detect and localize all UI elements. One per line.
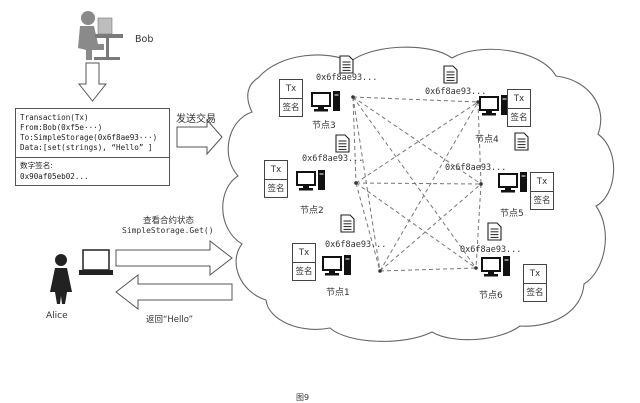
query-arrow [115,239,233,277]
tx-line-from: From:Bob(0xf5e···) [20,123,103,132]
document-icon [335,134,350,153]
node4-label: 节点4 [475,135,499,145]
tx-cell: Tx [298,248,310,258]
document-icon [487,222,502,241]
computer-icon [322,255,351,276]
node1-tx-card: Tx 签名 [292,243,316,281]
document-icon [514,132,529,151]
node6-label: 节点6 [479,291,503,301]
computer-icon [296,170,325,191]
node5-tx-card: Tx 签名 [530,172,554,210]
sig-cell: 签名 [531,191,553,210]
document-icon [443,65,458,84]
node1-hash: 0x6f8ae93... [325,240,387,250]
node4-tx-card: Tx 签名 [507,89,531,127]
p2p-links [352,96,482,272]
send-arrow [176,118,223,156]
query-call-label: SimpleStorage.Get() [122,226,214,235]
laptop-icon [79,249,113,275]
sig-cell: 签名 [524,283,546,302]
tx-cell: Tx [536,177,548,187]
sig-cell: 签名 [265,179,287,198]
bob-down-arrow [77,62,108,102]
computer-icon [311,91,340,112]
link-endpoints [351,95,483,273]
node2-tx-card: Tx 签名 [264,160,288,198]
tx-cell: Tx [529,269,541,279]
bob-person-icon [78,11,123,60]
tx-sig-label: 数字签名: [20,161,53,170]
node3-tx-card: Tx 签名 [279,79,303,117]
return-arrow [115,273,233,311]
node5-label: 节点5 [500,209,524,219]
network-cloud [222,46,615,342]
tx-cell: Tx [513,94,525,104]
tx-divider [16,157,169,158]
sig-cell: 签名 [508,108,530,127]
alice-person-icon [50,254,72,304]
tx-cell: Tx [285,84,297,94]
node3-label: 节点3 [312,121,336,131]
node6-tx-card: Tx 签名 [523,264,547,302]
computer-icon [479,95,508,116]
node3-hash: 0x6f8ae93... [316,73,378,83]
node2-hash: 0x6f8ae93... [302,154,364,164]
document-icon [340,214,355,233]
bob-name-label: Bob [135,34,154,45]
computer-icon [498,172,527,193]
node6-hash: 0x6f8ae93... [460,245,522,255]
send-tx-label: 发送交易 [176,114,216,125]
query-title-label: 查看合约状态 [143,216,195,226]
sig-cell: 签名 [293,262,315,281]
computer-icon [481,256,510,277]
node2-label: 节点2 [300,206,324,216]
sig-cell: 签名 [280,98,302,117]
tx-cell: Tx [270,165,282,175]
figure-caption: 图9 [296,393,310,402]
return-label: 返回“Hello” [146,315,194,325]
document-icon [339,55,354,74]
node4-hash: 0x6f8ae93... [425,87,487,97]
transaction-box: Transaction(Tx) From:Bob(0xf5e···) To:Si… [15,108,170,186]
alice-name-label: Alice [46,311,68,321]
node5-hash: 0x6f8ae93... [445,163,507,173]
node1-label: 节点1 [326,288,350,298]
tx-sig-value: 0x90af05eb02... [20,172,89,181]
tx-line-data: Data:[set(strings), “Hello” ] [20,143,153,152]
tx-line-title: Transaction(Tx) [20,113,89,122]
tx-line-to: To:SimpleStorage(0x6f8ae93···) [20,133,158,142]
